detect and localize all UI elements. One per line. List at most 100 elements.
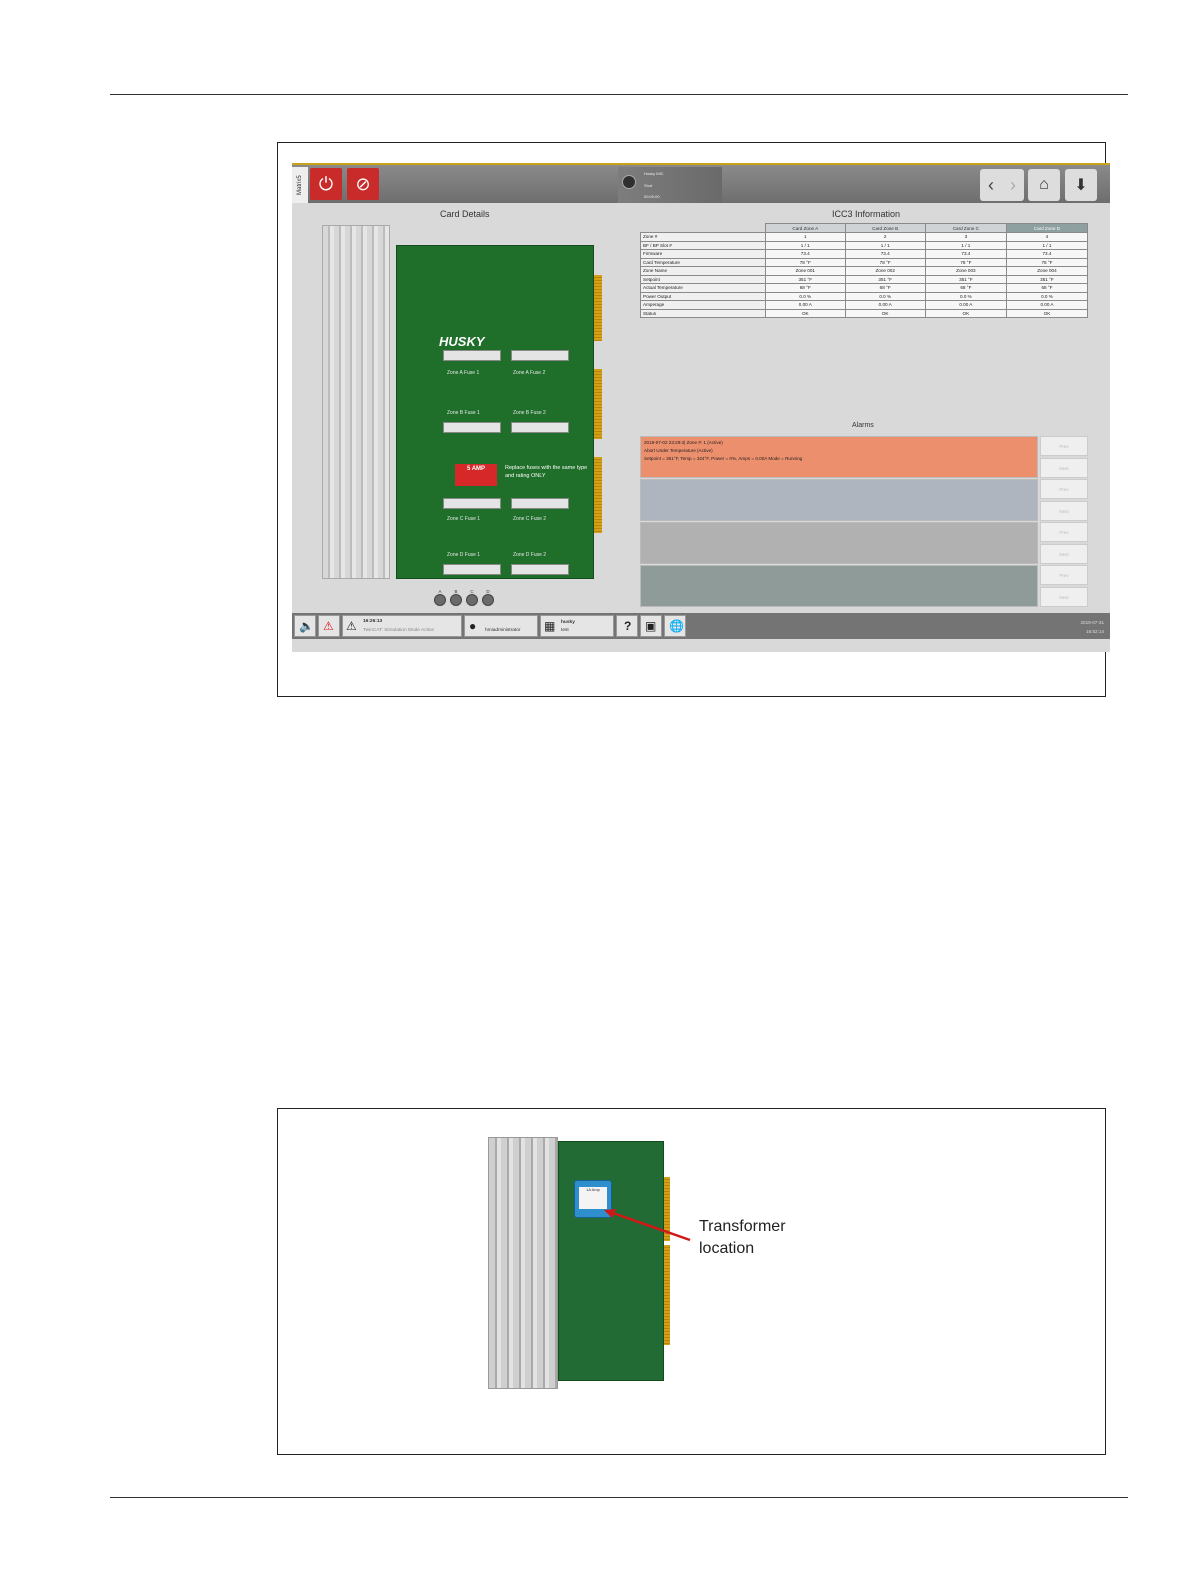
- row-label: BF / BP Slot #: [640, 240, 766, 250]
- table-cell: 351 °F: [924, 274, 1007, 284]
- table-cell: 1 / 1: [924, 240, 1007, 250]
- fuse-label: Zone D Fuse 2: [513, 552, 547, 558]
- led-dot: [482, 594, 494, 606]
- message-text: TwinCAT: Simulation Mode Active: [363, 628, 435, 633]
- table-cell: 0.00 A: [765, 300, 846, 310]
- brand-name: husky: [561, 620, 575, 625]
- alarm-prev-button[interactable]: Prev: [1040, 436, 1088, 456]
- col-header[interactable]: Card Zone A: [765, 223, 846, 233]
- col-header-active[interactable]: Card Zone D: [1005, 223, 1089, 233]
- table-cell: OK: [844, 308, 926, 318]
- table-cell: 78 °F: [924, 257, 1007, 267]
- husky-logo-icon: ▦: [544, 619, 556, 633]
- alarm-entry-empty[interactable]: [640, 565, 1038, 607]
- alarm-line: Setpoint = 351°F, Temp = 324°F, Power = …: [644, 456, 803, 461]
- brand-panel[interactable]: ▦ husky test: [540, 615, 614, 637]
- table-cell: 68 °F: [765, 283, 846, 293]
- col-header[interactable]: Card Zone C: [924, 223, 1007, 233]
- alarm-next-button[interactable]: Next: [1040, 458, 1088, 478]
- table-cell: 3: [924, 232, 1007, 242]
- fuse: [511, 498, 569, 509]
- table-corner: [641, 224, 766, 233]
- led-dot: [466, 594, 478, 606]
- alarm-prev-button[interactable]: Prev: [1040, 479, 1088, 499]
- screenshot-button[interactable]: ▣: [640, 615, 662, 637]
- fuse-label: Zone D Fuse 1: [447, 552, 481, 558]
- table-cell: 0.0 %: [1005, 291, 1089, 301]
- table-cell: Zone 001: [765, 266, 846, 276]
- table-cell: 351 °F: [844, 274, 926, 284]
- user-panel[interactable]: ● hmiadministrator: [464, 615, 538, 637]
- top-toolbar: Matrix5 ⏻ ⊘ Husky IMC Shot 00:00:00 ‹ › …: [292, 163, 1110, 203]
- message-panel[interactable]: ⚠ 16:26:13 TwinCAT: Simulation Mode Acti…: [342, 615, 462, 637]
- alarm-icon: ⏻: [318, 173, 334, 194]
- alarm-entry-empty[interactable]: [640, 479, 1038, 521]
- side-tab[interactable]: Matrix5: [292, 167, 308, 203]
- table-cell: 0.0 %: [924, 291, 1007, 301]
- table-cell: 0.0 %: [844, 291, 926, 301]
- table-cell: 0.0 %: [765, 291, 846, 301]
- row-label: Status: [640, 308, 766, 318]
- status-clock: 2019-07-31 16:52:14: [1066, 618, 1105, 636]
- zone-led: C: [466, 589, 478, 606]
- edge-connector: [594, 369, 602, 439]
- alarm-reset-button[interactable]: ⏻: [310, 168, 342, 200]
- callout-line1: Transformer: [699, 1218, 786, 1235]
- home-button[interactable]: ⌂: [1028, 169, 1060, 201]
- alarm-next-button[interactable]: Next: [1040, 587, 1088, 607]
- transformer: 1A Amp: [574, 1180, 612, 1218]
- alarm-line: 2019-07-02 23:29:4| Zone #: 1 (Active): [644, 440, 723, 445]
- camera-icon: ▣: [645, 619, 657, 633]
- card-details-title: Card Details: [440, 209, 490, 219]
- alarm-ack-button[interactable]: ⚠: [318, 615, 340, 637]
- fuse-note: Replace fuses with the same type and rat…: [505, 465, 588, 479]
- row-label: Setpoint: [640, 274, 766, 284]
- table-cell: 73.4: [844, 249, 926, 259]
- alarm-entry-empty[interactable]: [640, 522, 1038, 564]
- table-cell: 0.00 A: [924, 300, 1007, 310]
- alarm-prev-button[interactable]: Prev: [1040, 522, 1088, 542]
- fuse: [511, 350, 569, 361]
- warning-icon: ⚠: [346, 619, 357, 633]
- icc3-title: ICC3 Information: [832, 209, 901, 219]
- table-cell: 351 °F: [1005, 274, 1089, 284]
- hmi-screen: Matrix5 ⏻ ⊘ Husky IMC Shot 00:00:00 ‹ › …: [292, 163, 1110, 652]
- table-cell: 1 / 1: [765, 240, 846, 250]
- alarm-prev-button[interactable]: Prev: [1040, 565, 1088, 585]
- table-cell: 1: [765, 232, 846, 242]
- led-dot: [450, 594, 462, 606]
- arrow-down-icon: ⬇: [1074, 177, 1088, 194]
- table-cell: 1 / 1: [844, 240, 926, 250]
- heatsink: [488, 1137, 558, 1389]
- fuse-label: Zone A Fuse 2: [513, 370, 546, 376]
- download-button[interactable]: ⬇: [1065, 169, 1097, 201]
- table-cell: OK: [765, 308, 846, 318]
- alarm-next-button[interactable]: Next: [1040, 544, 1088, 564]
- alarm-next-button[interactable]: Next: [1040, 501, 1088, 521]
- help-button[interactable]: ?: [616, 615, 638, 637]
- stop-lock-button[interactable]: ⊘: [347, 168, 379, 200]
- alarm-entry-active[interactable]: 2019-07-02 23:29:4| Zone #: 1 (Active) A…: [640, 436, 1038, 478]
- mute-button[interactable]: 🔈: [294, 615, 316, 637]
- chevron-right-icon[interactable]: ›: [1010, 175, 1016, 195]
- col-header[interactable]: Card Zone B: [844, 223, 926, 233]
- row-label: Actual Temperature: [640, 283, 766, 293]
- card-image: HUSKY Zone A Fuse 1 Zone A Fuse 2 Zone B…: [322, 225, 602, 585]
- edge-connector: [664, 1245, 670, 1345]
- row-label: Zone #: [640, 232, 766, 242]
- language-button[interactable]: 🌐: [664, 615, 686, 637]
- user-name: hmiadministrator: [485, 628, 521, 633]
- globe-icon: 🌐: [669, 619, 684, 633]
- status-time: 16:52:14: [1086, 629, 1104, 634]
- edge-connector: [664, 1177, 670, 1241]
- machine-status-icon: [622, 175, 636, 189]
- fuse: [443, 350, 501, 361]
- status-date: 2019-07-31: [1080, 620, 1105, 625]
- message-time: 16:26:13: [363, 619, 383, 624]
- chevron-left-icon[interactable]: ‹: [988, 175, 994, 195]
